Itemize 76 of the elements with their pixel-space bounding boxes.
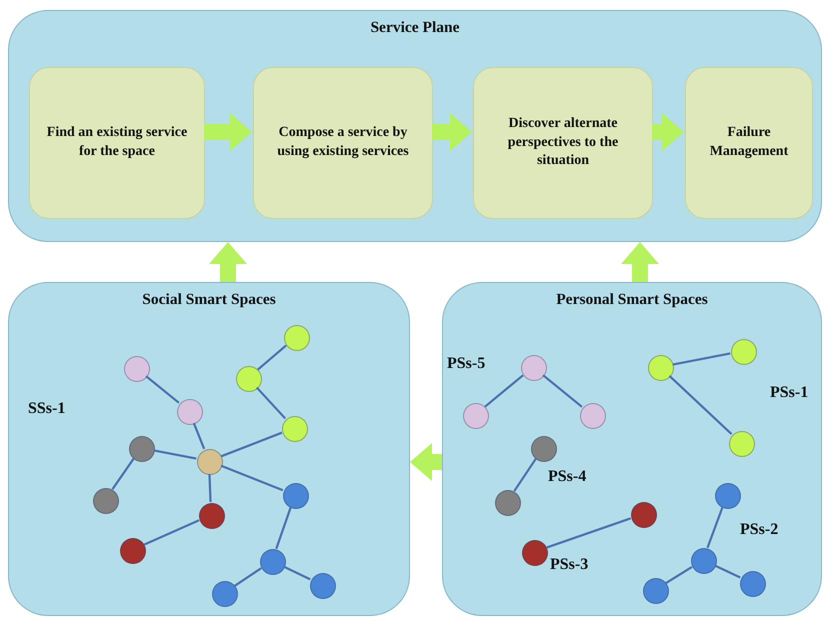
network-node-circle (495, 490, 521, 516)
block-arrow (621, 242, 659, 282)
network-node-circle (463, 403, 489, 429)
panel-heading: Personal Smart Spaces (555, 291, 709, 309)
network-node-circle (731, 339, 757, 365)
plane-panel (8, 10, 822, 242)
network-node-circle (93, 488, 119, 514)
network-node-circle (643, 578, 669, 604)
link-line (668, 375, 732, 435)
link-line (546, 517, 632, 549)
network-node-circle (129, 436, 155, 462)
network-node-circle (124, 356, 150, 382)
link-line (275, 506, 292, 550)
network-node-circle (522, 540, 548, 566)
plane-panel (442, 282, 822, 616)
space-label: PSs-2 (740, 521, 778, 539)
network-node-circle (120, 538, 146, 564)
link-line (484, 374, 524, 408)
network-node-circle (740, 571, 766, 597)
space-label: SSs-1 (28, 400, 66, 418)
network-node-circle (729, 431, 755, 457)
link-line (706, 506, 724, 548)
network-node-circle (531, 436, 557, 462)
block-arrow (410, 443, 442, 481)
network-node-circle (691, 548, 717, 574)
space-label: PSs-4 (548, 468, 586, 486)
network-node-circle (236, 366, 262, 392)
network-node-circle (199, 503, 225, 529)
network-node-circle (648, 355, 674, 381)
space-label: PSs-1 (770, 384, 808, 402)
network-node-circle (521, 355, 547, 381)
plane-panel (8, 282, 410, 616)
link-line (220, 464, 284, 492)
link-line (542, 374, 583, 408)
link-line (672, 352, 730, 366)
link-line (665, 566, 693, 584)
link-line (257, 344, 287, 370)
link-line (234, 567, 262, 587)
process-box (253, 67, 433, 219)
block-arrow (652, 113, 684, 151)
link-line (154, 449, 196, 460)
block-arrow (204, 113, 252, 151)
link-line (714, 564, 741, 578)
link-line (256, 386, 286, 420)
network-node-circle (715, 483, 741, 509)
network-node-circle (177, 399, 203, 425)
process-box (473, 67, 653, 219)
network-node-circle (580, 403, 606, 429)
network-node-circle (284, 325, 310, 351)
network-node-circle (283, 483, 309, 509)
link-line (112, 458, 134, 490)
block-arrow (432, 113, 472, 151)
panel-heading: Service Plane (369, 19, 461, 37)
space-label: PSs-3 (550, 556, 588, 574)
block-arrow (209, 242, 247, 282)
process-box (685, 67, 813, 219)
link-line (208, 474, 212, 502)
network-node-circle (310, 573, 336, 599)
network-node-circle (260, 549, 286, 575)
link-line (220, 432, 282, 458)
link-line (145, 375, 180, 404)
process-label: Compose a service by using existing services (276, 124, 410, 161)
network-node-circle (212, 581, 238, 607)
process-label: Failure Management (708, 124, 790, 161)
link-line (513, 458, 537, 492)
network-node-circle (282, 416, 308, 442)
space-label: PSs-5 (447, 355, 486, 373)
network-node-circle (631, 502, 657, 528)
link-line (283, 566, 311, 580)
network-node-circle (197, 449, 223, 475)
process-box (29, 67, 205, 219)
link-line (192, 422, 206, 450)
panel-heading: Social Smart Spaces (141, 291, 277, 309)
process-label: Find an existing service for the space (46, 124, 188, 161)
process-label: Discover alternate perspectives to the situation (506, 114, 620, 170)
link-line (143, 519, 200, 546)
